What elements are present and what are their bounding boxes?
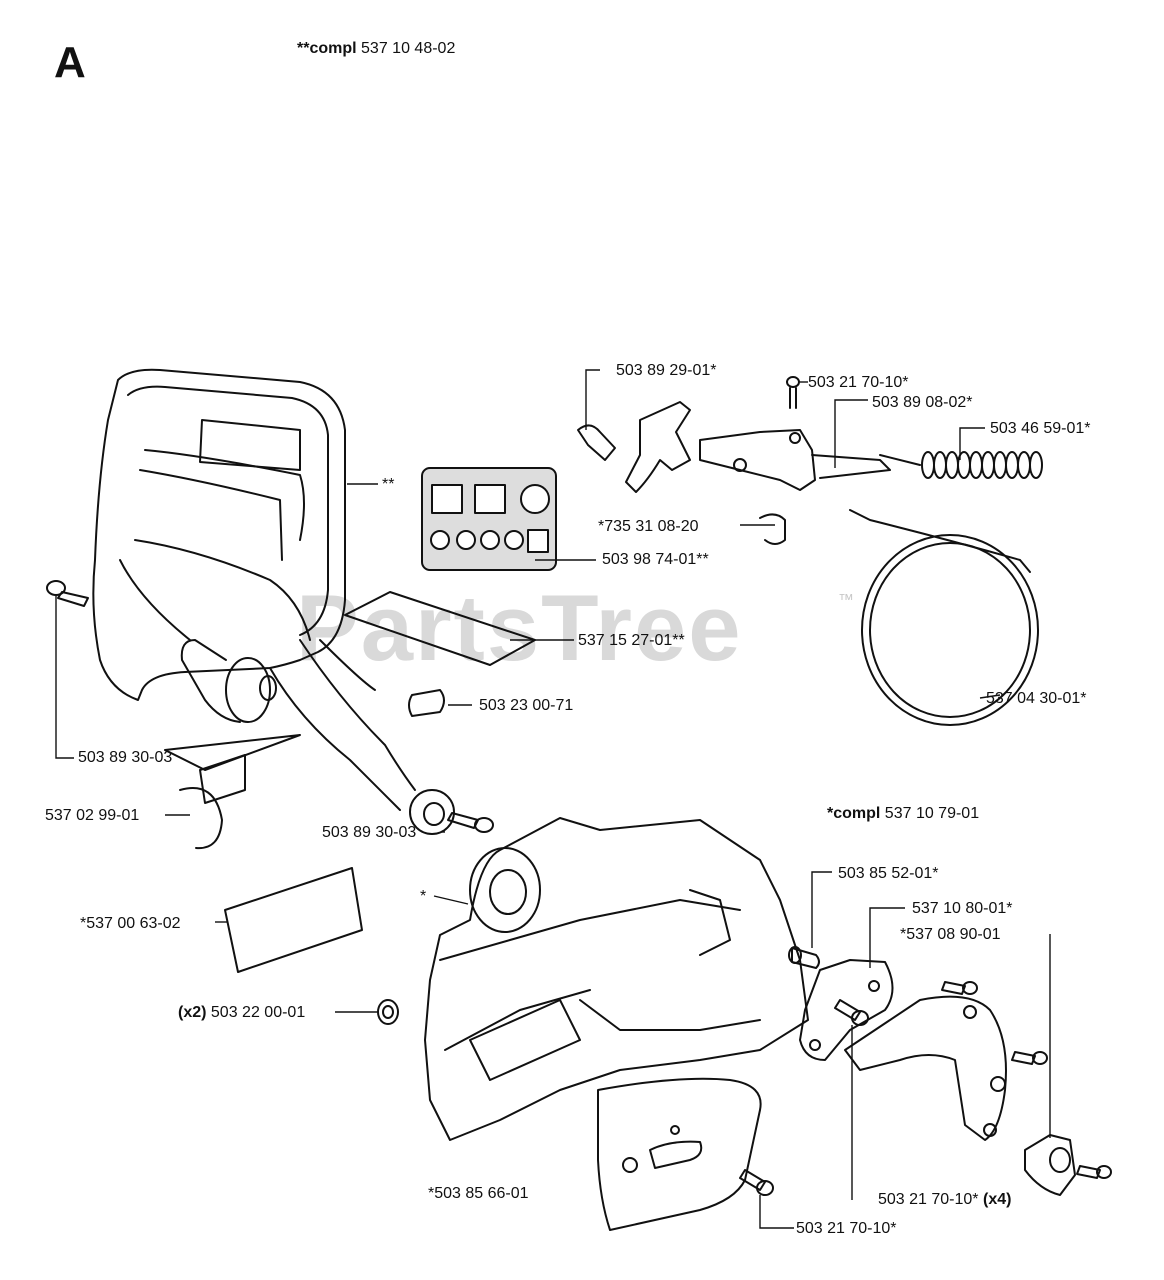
part-label-537006302: *537 00 63-02 (80, 915, 181, 932)
bushing-part (179, 754, 246, 850)
washer-part (408, 689, 445, 717)
decal-sheet-small (164, 734, 301, 771)
label-plate-part (224, 867, 363, 973)
brake-linkage-part (577, 376, 921, 493)
brake-band-part (849, 509, 1039, 726)
stud-part (788, 946, 820, 969)
part-label-503855201: 503 85 52-01* (838, 865, 939, 882)
part-label-735310820: *735 31 08-20 (598, 518, 699, 535)
spring-part (921, 451, 1043, 479)
part-label-537108001: 537 10 80-01* (912, 900, 1013, 917)
nut-part (377, 999, 399, 1025)
decal-sheet-part (344, 591, 536, 666)
part-label-503892901: 503 89 29-01* (616, 362, 717, 379)
small-screws-part (941, 981, 1112, 1179)
bar-plate-part (597, 1077, 762, 1231)
part-label-503893003-left: 503 89 30-03 (78, 749, 173, 766)
part-label-503890802: 503 89 08-02* (872, 394, 973, 411)
watermark-trademark: ™ (838, 592, 854, 609)
assembly-label-bottom: *compl 537 10 79-01 (827, 805, 980, 822)
brake-lever-part (269, 639, 455, 835)
warning-sticker-part (421, 467, 557, 571)
section-letter: A (54, 38, 86, 87)
part-label-503217010-bottom: 503 21 70-10* (796, 1220, 897, 1237)
watermark: PartsTree (296, 575, 743, 680)
handguard-marker: ** (382, 476, 395, 493)
part-label-503856601: *503 85 66-01 (428, 1185, 529, 1202)
part-label-537152701: 537 15 27-01** (578, 632, 685, 649)
bracket-part (1024, 1134, 1076, 1196)
clutch-cover-part (424, 817, 809, 1141)
part-label-537043001: 537 04 30-01* (986, 690, 1087, 707)
assembly-label-top: **compl 537 10 48-02 (297, 40, 456, 57)
clip-part (759, 513, 786, 545)
part-label-503217010-top: 503 21 70-10* (808, 374, 909, 391)
part-label-503465901: 503 46 59-01* (990, 420, 1091, 437)
screw-part-bottom (447, 812, 494, 833)
part-label-537029901: 537 02 99-01 (45, 807, 140, 824)
part-label-503217010-x4: 503 21 70-10* (x4) (878, 1191, 1012, 1208)
hand-guard-part (92, 368, 346, 723)
part-label-503230071: 503 23 00-71 (479, 697, 574, 714)
screw-part-left (46, 580, 89, 607)
part-label-503987401: 503 98 74-01** (602, 551, 709, 568)
part-label-503893003-bottom: 503 89 30-03 (322, 824, 417, 841)
chain-catcher-part (799, 959, 894, 1061)
leader-lines (55, 369, 1051, 1229)
part-label-537089001: *537 08 90-01 (900, 926, 1001, 943)
side-cover-part (844, 995, 1007, 1141)
clutch-cover-marker: * (420, 888, 427, 905)
part-label-503220001: (x2) 503 22 00-01 (178, 1004, 306, 1021)
